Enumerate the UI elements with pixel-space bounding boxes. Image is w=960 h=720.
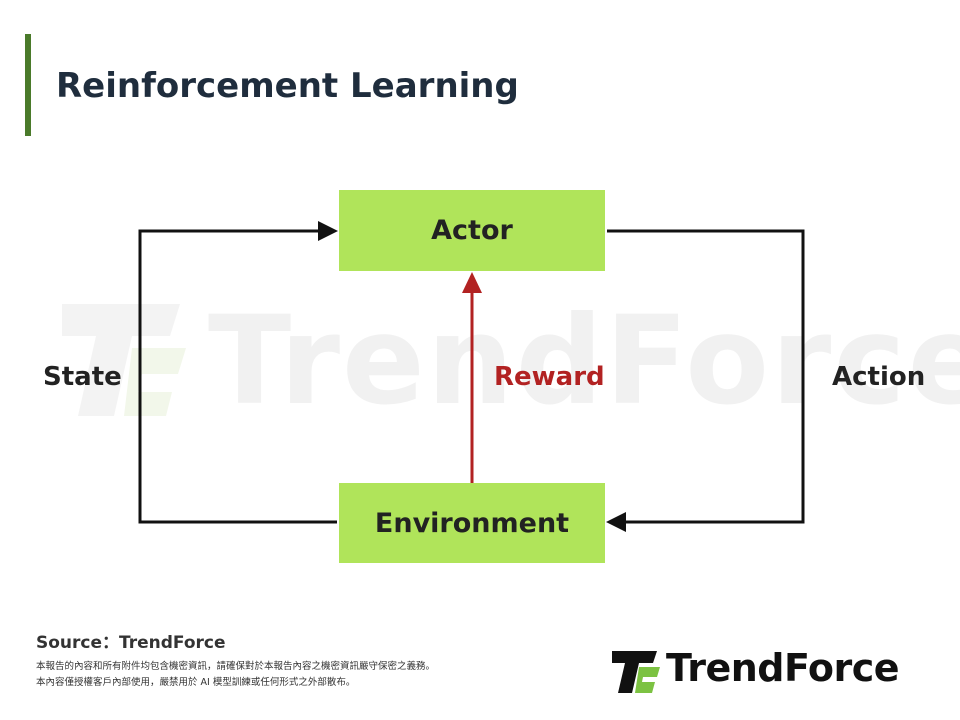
reward-label: Reward bbox=[494, 362, 605, 392]
reward-arrowhead bbox=[462, 272, 482, 293]
actor-node: Actor bbox=[339, 190, 605, 271]
environment-label: Environment bbox=[374, 507, 570, 539]
trendforce-logo-icon bbox=[612, 651, 660, 693]
disclaimer-line-2: 本內容僅授權客戶內部使用，嚴禁用於 AI 模型訓練或任何形式之外部散布。 bbox=[36, 677, 356, 688]
action-connector bbox=[607, 229, 805, 524]
title-accent-bar bbox=[25, 34, 31, 136]
state-label: State bbox=[43, 362, 122, 392]
environment-node: Environment bbox=[339, 483, 605, 563]
state-connector bbox=[138, 229, 337, 524]
actor-label: Actor bbox=[431, 215, 513, 246]
state-arrowhead bbox=[318, 221, 338, 241]
action-arrowhead bbox=[606, 512, 626, 532]
source-credit: Source：TrendForce bbox=[36, 633, 226, 653]
trendforce-logo-text: TrendForce bbox=[666, 646, 900, 690]
disclaimer-line-1: 本報告的內容和所有附件均包含機密資訊，請確保對於本報告內容之機密資訊嚴守保密之義… bbox=[36, 661, 436, 672]
action-label: Action bbox=[832, 362, 926, 392]
watermark-text: TrendForce bbox=[208, 290, 960, 432]
page-title: Reinforcement Learning bbox=[56, 66, 519, 106]
